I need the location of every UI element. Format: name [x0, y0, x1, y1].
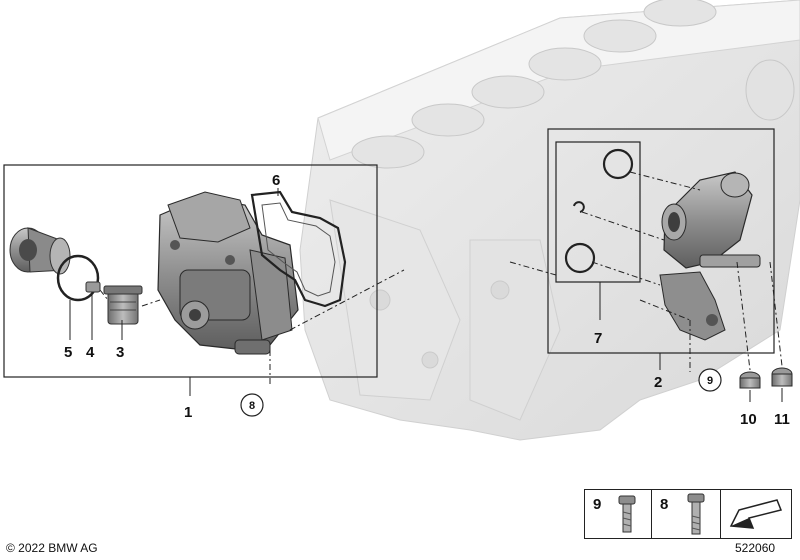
bolt-long-icon: [687, 493, 705, 535]
callout-9: 9: [707, 375, 713, 387]
small-plug: [85, 281, 101, 293]
callout-2: 2: [654, 374, 662, 391]
assembly-arrow-icon: [729, 499, 783, 529]
copyright-text: © 2022 BMW AG: [6, 541, 98, 555]
part-7-seal-top: [602, 148, 634, 180]
part-7-seal-bottom: [564, 242, 596, 274]
part-1-housing: [157, 191, 299, 355]
part-5-inlet: [9, 227, 71, 275]
engine-block: [299, 0, 800, 441]
part-6-gasket: [250, 190, 347, 308]
group-frame-7: [555, 141, 641, 283]
callout-7: 7: [594, 330, 602, 347]
callout-4: 4: [86, 344, 95, 361]
callout-9-circle: [698, 368, 722, 392]
diagram-id-text: 522060: [735, 541, 776, 555]
callout-10: 10: [740, 411, 757, 428]
part-10-plug: [739, 371, 761, 389]
legend-cell-arrow: [721, 490, 791, 538]
legend-cell-bolt-9: 9: [585, 490, 651, 538]
part-11-plug: [771, 367, 793, 387]
assembly-lines: [99, 171, 783, 385]
cylinder-bore: [528, 47, 602, 81]
callout-8-circle: [240, 393, 264, 417]
callout-6: 6: [272, 172, 280, 189]
cylinder-bore: [643, 0, 717, 27]
part-3-thermostat: [103, 285, 143, 325]
legend-number-8: 8: [660, 496, 669, 513]
legend-cell-bolt-8: 8: [652, 490, 720, 538]
callout-8: 8: [249, 400, 255, 412]
bolt-short-icon: [618, 495, 636, 533]
callout-leaders: [69, 188, 783, 402]
part-7-clip: [573, 201, 585, 213]
group-frame-2: [547, 128, 775, 354]
callout-1: 1: [184, 404, 192, 421]
cylinder-bore: [471, 75, 545, 109]
legend-number-9: 9: [593, 496, 602, 513]
cylinder-bore: [351, 135, 425, 169]
part-2-outlet-housing: [659, 171, 761, 341]
fastener-legend: 9 8: [584, 489, 792, 539]
callout-3: 3: [116, 344, 124, 361]
callout-5: 5: [64, 344, 72, 361]
cylinder-bore: [411, 103, 485, 137]
cylinder-bore: [583, 19, 657, 53]
callout-11: 11: [774, 411, 790, 428]
part-4-o-ring: [56, 254, 100, 302]
